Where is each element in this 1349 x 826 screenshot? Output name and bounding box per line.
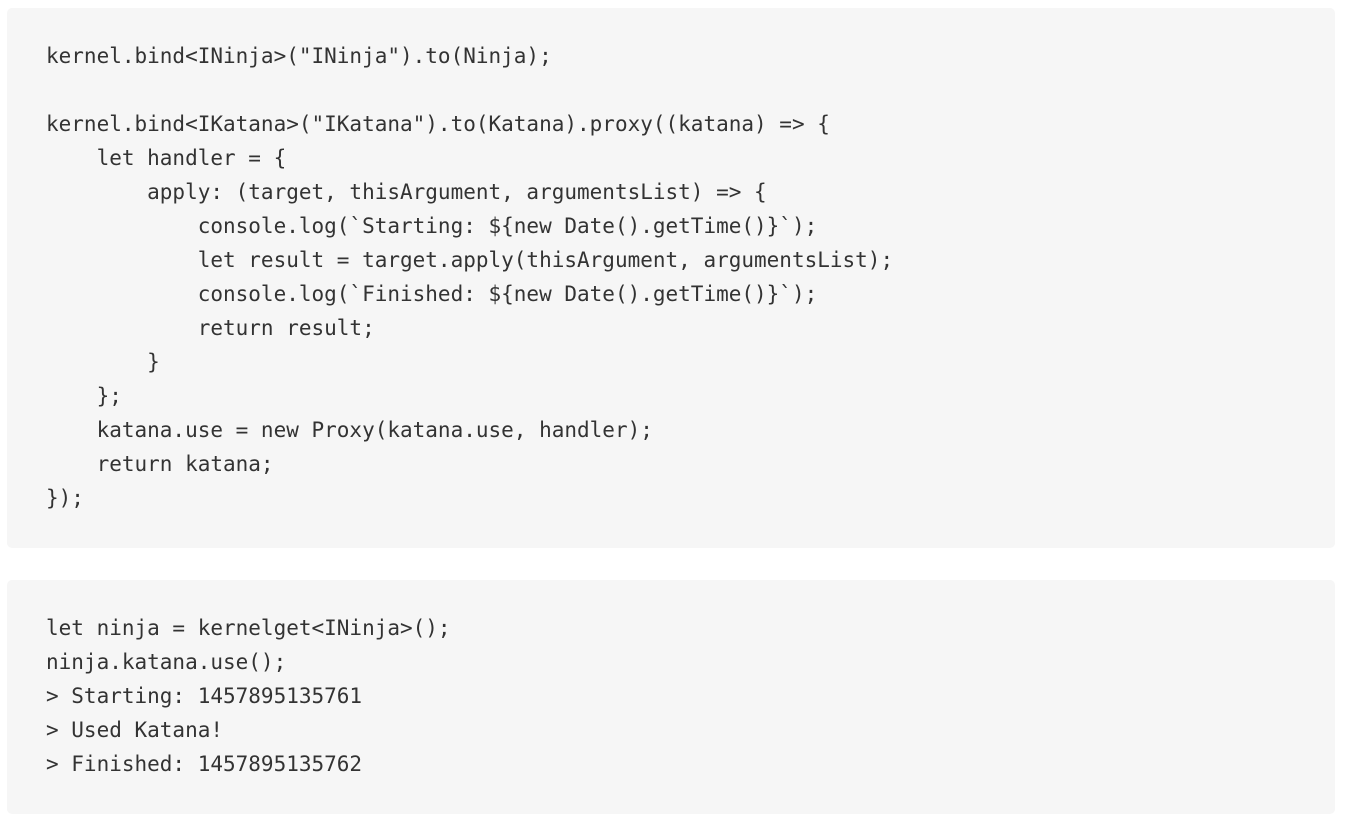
code-line: let ninja = kernelget<INinja>(); — [46, 616, 451, 640]
code-line: kernel.bind<INinja>("INinja").to(Ninja); — [46, 44, 552, 68]
code-line: } — [46, 350, 160, 374]
code-line: console.log(`Finished: ${new Date().getT… — [46, 282, 818, 306]
code-line: }; — [46, 384, 122, 408]
code-line: ninja.katana.use(); — [46, 650, 287, 674]
code-line: let handler = { — [46, 146, 287, 170]
console-output-line: > Starting: 1457895135761 — [46, 684, 363, 708]
code-line: return result; — [46, 316, 375, 340]
code-block-usage-output: let ninja = kernelget<INinja>(); ninja.k… — [7, 580, 1335, 814]
code-line: return katana; — [46, 452, 274, 476]
code-line: kernel.bind<IKatana>("IKatana").to(Katan… — [46, 112, 830, 136]
code-block-binding: kernel.bind<INinja>("INinja").to(Ninja);… — [7, 8, 1335, 548]
code-line: apply: (target, thisArgument, argumentsL… — [46, 180, 767, 204]
code-line: let result = target.apply(thisArgument, … — [46, 248, 894, 272]
console-output-line: > Used Katana! — [46, 718, 224, 742]
console-output-line: > Finished: 1457895135762 — [46, 752, 363, 776]
code-line: }); — [46, 486, 84, 510]
code-line: katana.use = new Proxy(katana.use, handl… — [46, 418, 653, 442]
code-line: console.log(`Starting: ${new Date().getT… — [46, 214, 818, 238]
